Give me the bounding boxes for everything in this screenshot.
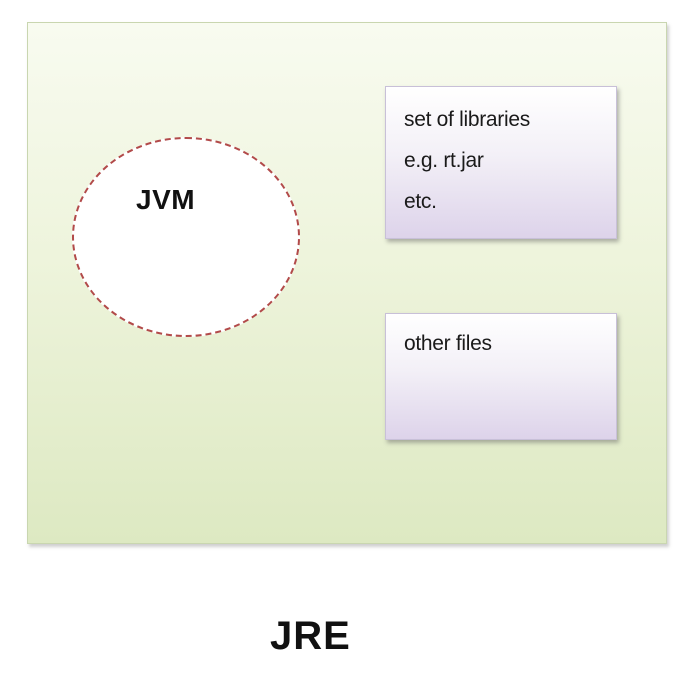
- jre-label: JRE: [270, 614, 351, 658]
- libraries-box-line: set of libraries: [404, 108, 530, 131]
- other-files-box: other files: [385, 313, 617, 440]
- libraries-box: set of libraries e.g. rt.jar etc.: [385, 86, 617, 239]
- libraries-box-line: etc.: [404, 190, 437, 213]
- jvm-label: JVM: [136, 184, 196, 215]
- other-files-box-line: other files: [404, 332, 492, 355]
- libraries-box-line: e.g. rt.jar: [404, 149, 484, 172]
- jvm-circle: [72, 137, 300, 337]
